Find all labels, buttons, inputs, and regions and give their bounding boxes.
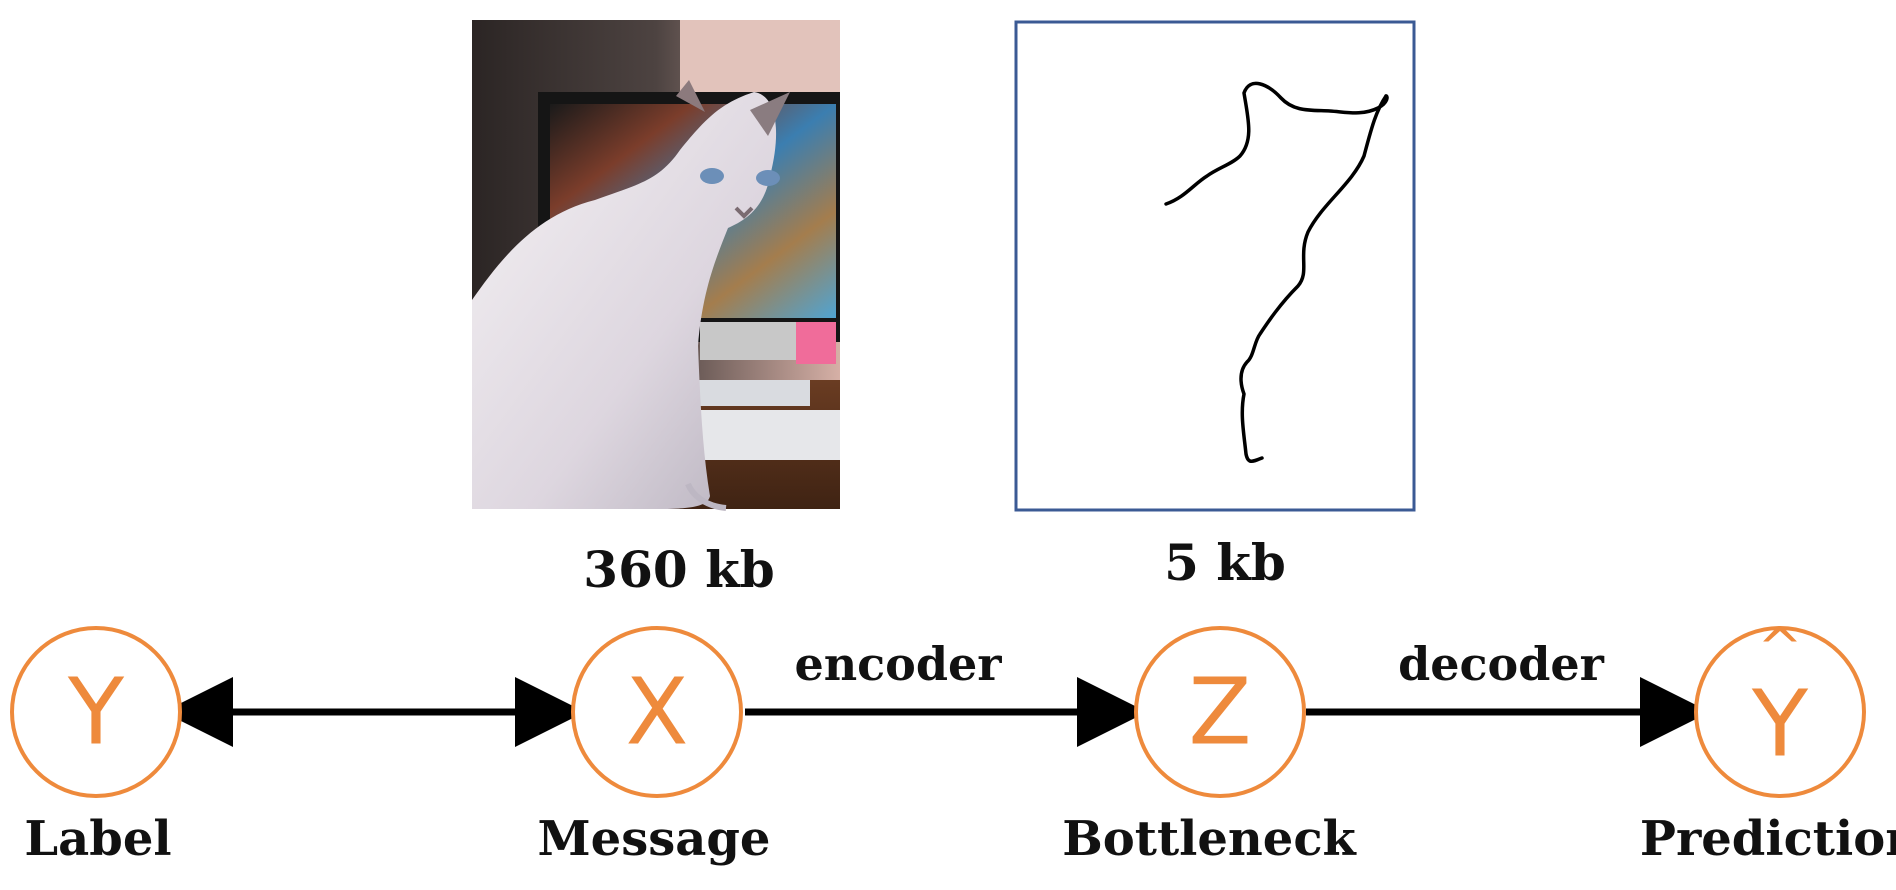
cat-line-sketch-icon	[1014, 20, 1416, 512]
label-node: Y	[10, 626, 182, 798]
bottleneck-caption: Bottleneck	[1062, 811, 1357, 867]
message-node-symbol: X	[625, 659, 688, 766]
prediction-caption: Prediction	[1640, 811, 1896, 867]
sketch-size-label: 5 kb	[1164, 533, 1286, 592]
bottleneck-node-symbol: Z	[1188, 659, 1251, 766]
label-node-symbol: Y	[67, 659, 125, 766]
message-node: X	[571, 626, 743, 798]
prediction-hat-symbol: ^	[1757, 617, 1802, 680]
cat-photo-icon	[472, 20, 840, 511]
prediction-node-symbol: Y	[1751, 671, 1809, 778]
bottleneck-node: Z	[1134, 626, 1306, 798]
decoder-label: decoder	[1398, 637, 1605, 691]
photo-size-label: 360 kb	[583, 540, 774, 599]
prediction-node: Y ^	[1694, 617, 1866, 798]
encoder-label: encoder	[794, 637, 1002, 691]
message-caption: Message	[538, 811, 771, 867]
label-caption: Label	[24, 811, 171, 867]
